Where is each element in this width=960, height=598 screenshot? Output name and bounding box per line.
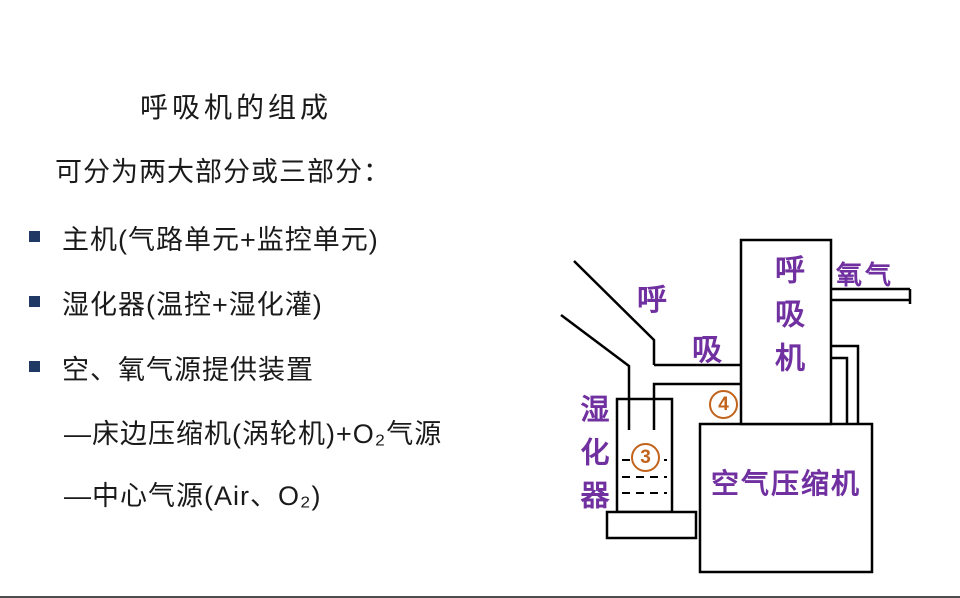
sub-item-bedside-compressor: —床边压缩机(涡轮机)+O₂气源 xyxy=(64,419,443,449)
slide-title: 呼吸机的组成 xyxy=(140,92,333,123)
sub-item-central-gas: —中心气源(Air、O₂) xyxy=(64,481,322,511)
slide-subtitle: 可分为两大部分或三部分： xyxy=(55,157,391,187)
oxygen-label: 氧气 xyxy=(836,260,895,290)
humidifier-inlet-tube xyxy=(627,399,656,430)
oxygen-pipe xyxy=(831,287,912,304)
bullet-item-label: 主机(气路单元+监控单元) xyxy=(62,225,379,255)
bullet-item-gas-source: 空、氧气源提供装置 xyxy=(29,348,314,387)
bullet-square-icon xyxy=(29,231,40,242)
bullet-item-label: 空、氧气源提供装置 xyxy=(62,355,314,385)
bullet-item-mainframe: 主机(气路单元+监控单元) xyxy=(29,218,379,257)
bullet-item-label: 湿化器(温控+湿化灌) xyxy=(62,290,323,320)
compressor-label: 空气压缩机 xyxy=(710,468,861,499)
humidifier-base xyxy=(605,510,698,540)
funnel-upper-wall xyxy=(573,260,656,365)
circled-number-4-marker: 4 xyxy=(709,390,738,419)
ventilator-label-text: 呼吸机 xyxy=(770,254,803,386)
exhale-label: 呼 xyxy=(637,284,667,317)
compressor-box xyxy=(698,422,874,574)
bottom-edge-line xyxy=(0,596,960,598)
bullet-square-icon xyxy=(29,296,40,307)
circled-number-3-marker: 3 xyxy=(631,443,660,472)
inhale-label: 吸 xyxy=(692,334,722,367)
ventilator-label: 呼吸机 xyxy=(741,254,831,428)
humidifier-label: 湿化器 xyxy=(576,394,608,523)
bullet-square-icon xyxy=(29,361,40,372)
ventilator-box xyxy=(739,238,833,426)
bullet-item-humidifier: 湿化器(温控+湿化灌) xyxy=(29,283,323,322)
water-level-dashes xyxy=(622,459,667,494)
ventilator-compressor-pipe xyxy=(831,344,860,424)
